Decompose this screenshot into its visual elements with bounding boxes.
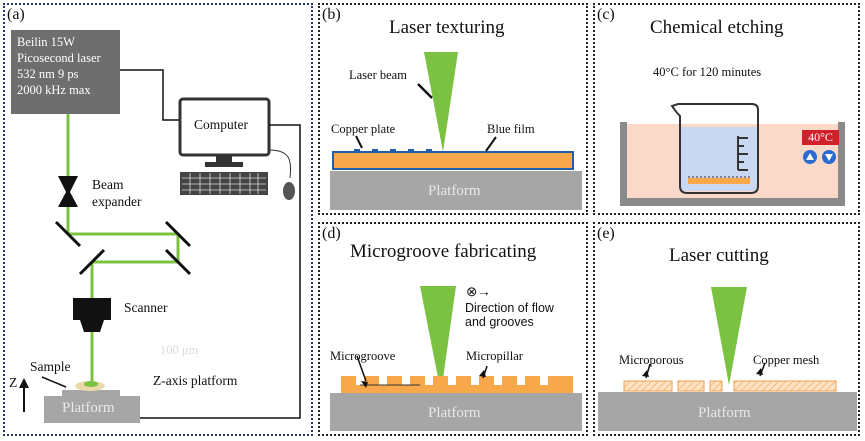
panel-e-graphics	[598, 287, 857, 431]
blue-film-label: Blue film	[487, 122, 535, 136]
panel-d-frame	[318, 222, 588, 436]
laser-line-1: Beilin 15W	[17, 35, 75, 49]
temperature-display: 40°C	[802, 130, 839, 145]
panel-a-graphics	[19, 69, 301, 423]
micropillars	[341, 376, 573, 386]
panel-b-label: (b)	[322, 6, 341, 23]
beaker-icon	[670, 103, 759, 194]
microporous-label: Microporous	[619, 353, 684, 367]
z-platform-label: Z-axis platform	[153, 373, 238, 388]
platform-d-label: Platform	[428, 405, 481, 421]
mirror-4-icon	[78, 248, 106, 276]
panel-c-title: Chemical etching	[650, 17, 784, 38]
platform-cable	[140, 124, 301, 419]
faint-scale-text: 100 μm	[160, 343, 199, 357]
panel-e-frame	[593, 222, 860, 436]
copper-plate-b	[332, 151, 574, 170]
platform-b-label: Platform	[428, 183, 481, 199]
mirror-2-icon	[164, 220, 192, 248]
panel-b-graphics	[330, 52, 582, 210]
microgroove-label: Microgroove	[330, 349, 396, 363]
beam-expander-label-1: Beam	[92, 177, 124, 192]
sample-pointer	[41, 376, 67, 388]
mouse-icon	[268, 149, 295, 200]
copper-mesh-e	[623, 380, 837, 392]
panel-c-graphics	[620, 103, 845, 206]
laser-line-2: Picosecond laser	[17, 51, 101, 65]
panel-b-title: Laser texturing	[389, 17, 505, 38]
copper-plate-label: Copper plate	[331, 122, 396, 136]
beam-expander-icon	[58, 176, 78, 207]
keyboard-icon	[180, 172, 268, 195]
scanner-label: Scanner	[124, 300, 168, 315]
sample-label: Sample	[30, 359, 71, 374]
laser-beam-e	[711, 287, 747, 385]
computer-icon	[178, 97, 271, 167]
scanner-icon	[73, 298, 111, 332]
laser-beam-b	[424, 52, 458, 152]
beam-expander-label-2: expander	[92, 194, 142, 209]
micropillar-label: Micropillar	[466, 349, 523, 363]
flow-direction-icon: ⊗→	[466, 284, 491, 299]
panel-d-title: Microgroove fabricating	[350, 241, 537, 262]
laser-line-4: 2000 kHz max	[17, 83, 91, 97]
laser-beam-d	[420, 286, 456, 393]
copper-plate-d	[341, 385, 573, 393]
platform-e	[598, 392, 857, 431]
platform-e-label: Platform	[698, 405, 751, 421]
flow-text-2: and grooves	[465, 315, 534, 329]
panel-c-frame	[593, 3, 860, 215]
computer-label: Computer	[194, 117, 248, 132]
platform-a-label: Platform	[62, 400, 115, 416]
z-axis-label: Z	[9, 375, 18, 390]
flow-text-1: Direction of flow	[465, 301, 554, 315]
mirror-1-icon	[54, 220, 82, 248]
panel-c-label: (c)	[597, 6, 615, 23]
panel-d-label: (d)	[322, 225, 341, 242]
panel-d-graphics	[330, 286, 582, 431]
laser-line-3: 532 nm 9 ps	[17, 67, 79, 81]
laser-cable	[120, 69, 183, 121]
panel-e-title: Laser cutting	[669, 245, 769, 266]
panel-e-label: (e)	[597, 225, 615, 242]
laser-source-box: Beilin 15W Picosecond laser 532 nm 9 ps …	[11, 30, 120, 114]
film-strips	[354, 149, 432, 152]
panel-b-frame	[318, 3, 588, 215]
etching-condition: 40°C for 120 minutes	[653, 65, 762, 79]
platform-b	[330, 171, 582, 210]
mirror-3-icon	[164, 248, 192, 276]
copper-mesh-label: Copper mesh	[753, 353, 820, 367]
laser-beam-label: Laser beam	[349, 68, 407, 82]
platform-d	[330, 393, 582, 431]
panel-a-frame	[3, 3, 313, 436]
panel-a-label: (a)	[7, 6, 25, 23]
z-platform	[44, 390, 140, 423]
sample-icon	[75, 381, 105, 391]
